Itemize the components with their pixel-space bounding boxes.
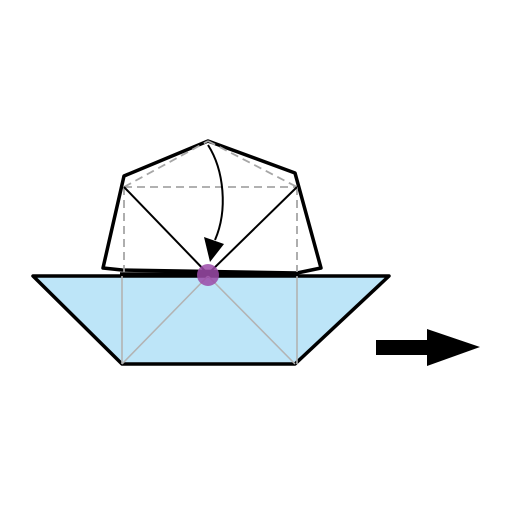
flap-diagonal-lines	[123, 186, 298, 275]
flap-dashed-lines	[123, 140, 298, 272]
blue-base-trapezoid	[31, 274, 391, 366]
dashed-top-right	[207, 140, 298, 188]
base-crease-lines	[121, 275, 298, 365]
diagonal-left	[123, 186, 209, 275]
dashed-top-left	[123, 140, 209, 188]
pivot-point	[197, 264, 219, 286]
crease-diagonal-right	[207, 275, 296, 365]
arrow-right-icon	[376, 329, 480, 366]
diagonal-right	[207, 186, 298, 275]
fold-arrow-curve	[207, 144, 224, 241]
crease-diagonal-left	[121, 275, 209, 365]
fold-arrow-icon	[204, 237, 224, 262]
upper-white-flap	[101, 139, 323, 275]
